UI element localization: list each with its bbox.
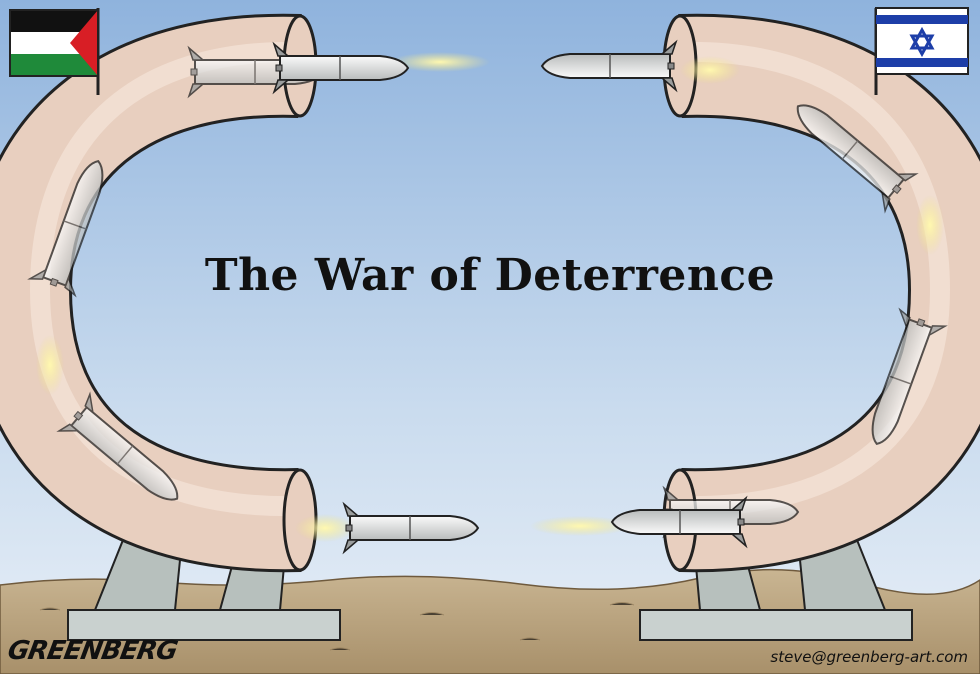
contact-email: steve@greenberg-art.com bbox=[770, 648, 968, 666]
israeli-flag bbox=[874, 7, 969, 95]
cartoon-title: The War of Deterrence bbox=[204, 250, 776, 301]
artist-signature: GREENBERG bbox=[5, 636, 180, 666]
exhaust-trails bbox=[36, 52, 944, 542]
right-launch-tube bbox=[662, 13, 980, 573]
palestinian-flag bbox=[9, 8, 100, 95]
